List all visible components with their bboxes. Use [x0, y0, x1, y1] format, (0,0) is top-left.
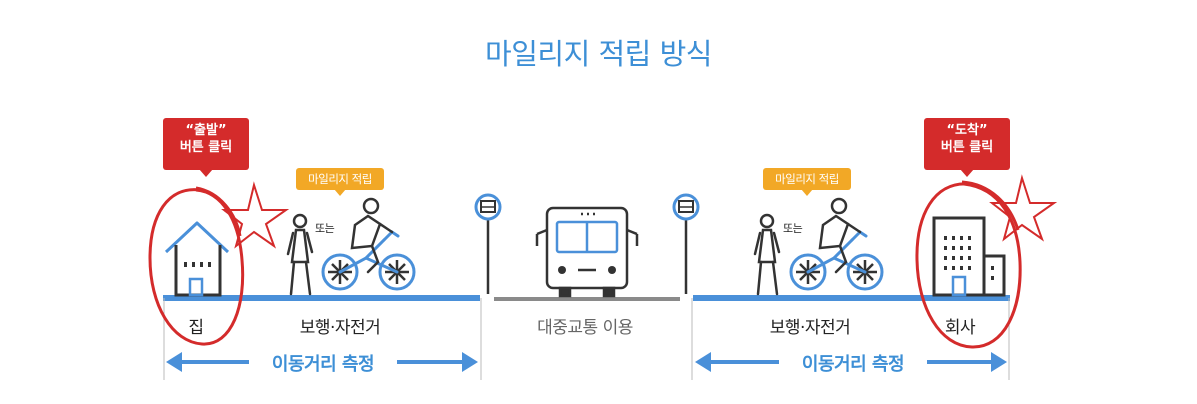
end-badge-title: “도착”	[946, 123, 988, 138]
house-icon	[164, 221, 230, 297]
start-badge-subtitle: 버튼 클릭	[179, 140, 233, 155]
start-badge-title: “출발”	[185, 123, 227, 138]
mileage-badge-right-pointer	[801, 189, 813, 196]
segment-label-public-transport: 대중교통 이용	[537, 318, 633, 338]
cyclist-icon-2	[789, 197, 884, 291]
end-button-badge: “도착” 버튼 클릭	[924, 118, 1010, 177]
mileage-badge-left-label: 마일리지 적립	[308, 172, 372, 186]
end-badge-subtitle: 버튼 클릭	[940, 140, 994, 155]
segment-label-walk-bike-2: 보행·자전거	[769, 318, 851, 338]
mileage-badge-left: 마일리지 적립	[296, 168, 384, 196]
company-building-icon	[932, 216, 1006, 297]
start-badge-pointer	[199, 169, 213, 177]
page-title: 마일리지 적립 방식	[485, 37, 712, 71]
measure-label-right: 이동거리 측정	[779, 350, 927, 376]
cyclist-icon-1	[321, 197, 416, 291]
measure-label-left: 이동거리 측정	[249, 350, 397, 376]
red-star-left	[221, 181, 290, 249]
walker-icon-1	[286, 213, 314, 296]
bus-icon	[535, 206, 639, 298]
mileage-badge-right: 마일리지 적립	[763, 168, 851, 196]
segment-label-company: 회사	[944, 318, 976, 338]
segment-label-walk-bike-1: 보행·자전거	[299, 318, 381, 338]
bus-stop-sign-left	[474, 193, 502, 294]
bus-stop-sign-right	[672, 193, 700, 294]
red-star-right	[989, 174, 1058, 242]
mileage-badge-right-label: 마일리지 적립	[775, 172, 839, 186]
red-circle-left	[148, 186, 245, 346]
segment-label-home: 집	[188, 318, 204, 338]
mileage-badge-left-pointer	[334, 189, 346, 196]
start-button-badge: “출발” 버튼 클릭	[163, 118, 249, 177]
end-badge-pointer	[960, 169, 974, 177]
walker-icon-2	[753, 213, 781, 296]
or-label-left: 또는	[315, 222, 335, 235]
or-label-right: 또는	[783, 222, 803, 235]
